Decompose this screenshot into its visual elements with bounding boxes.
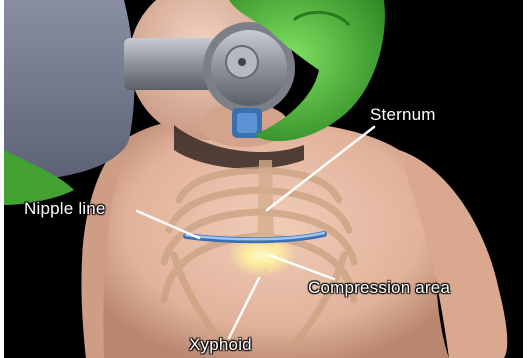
- infant-chest-diagram: [4, 0, 523, 358]
- neonatal-cpr-illustration: Sternum Nipple line Compression area Xyp…: [4, 0, 523, 358]
- nipple-line-label: Nipple line: [24, 199, 106, 219]
- sternum-label: Sternum: [370, 105, 436, 125]
- xyphoid-label: Xyphoid: [189, 335, 252, 355]
- compression-area-label: Compression area: [308, 278, 450, 298]
